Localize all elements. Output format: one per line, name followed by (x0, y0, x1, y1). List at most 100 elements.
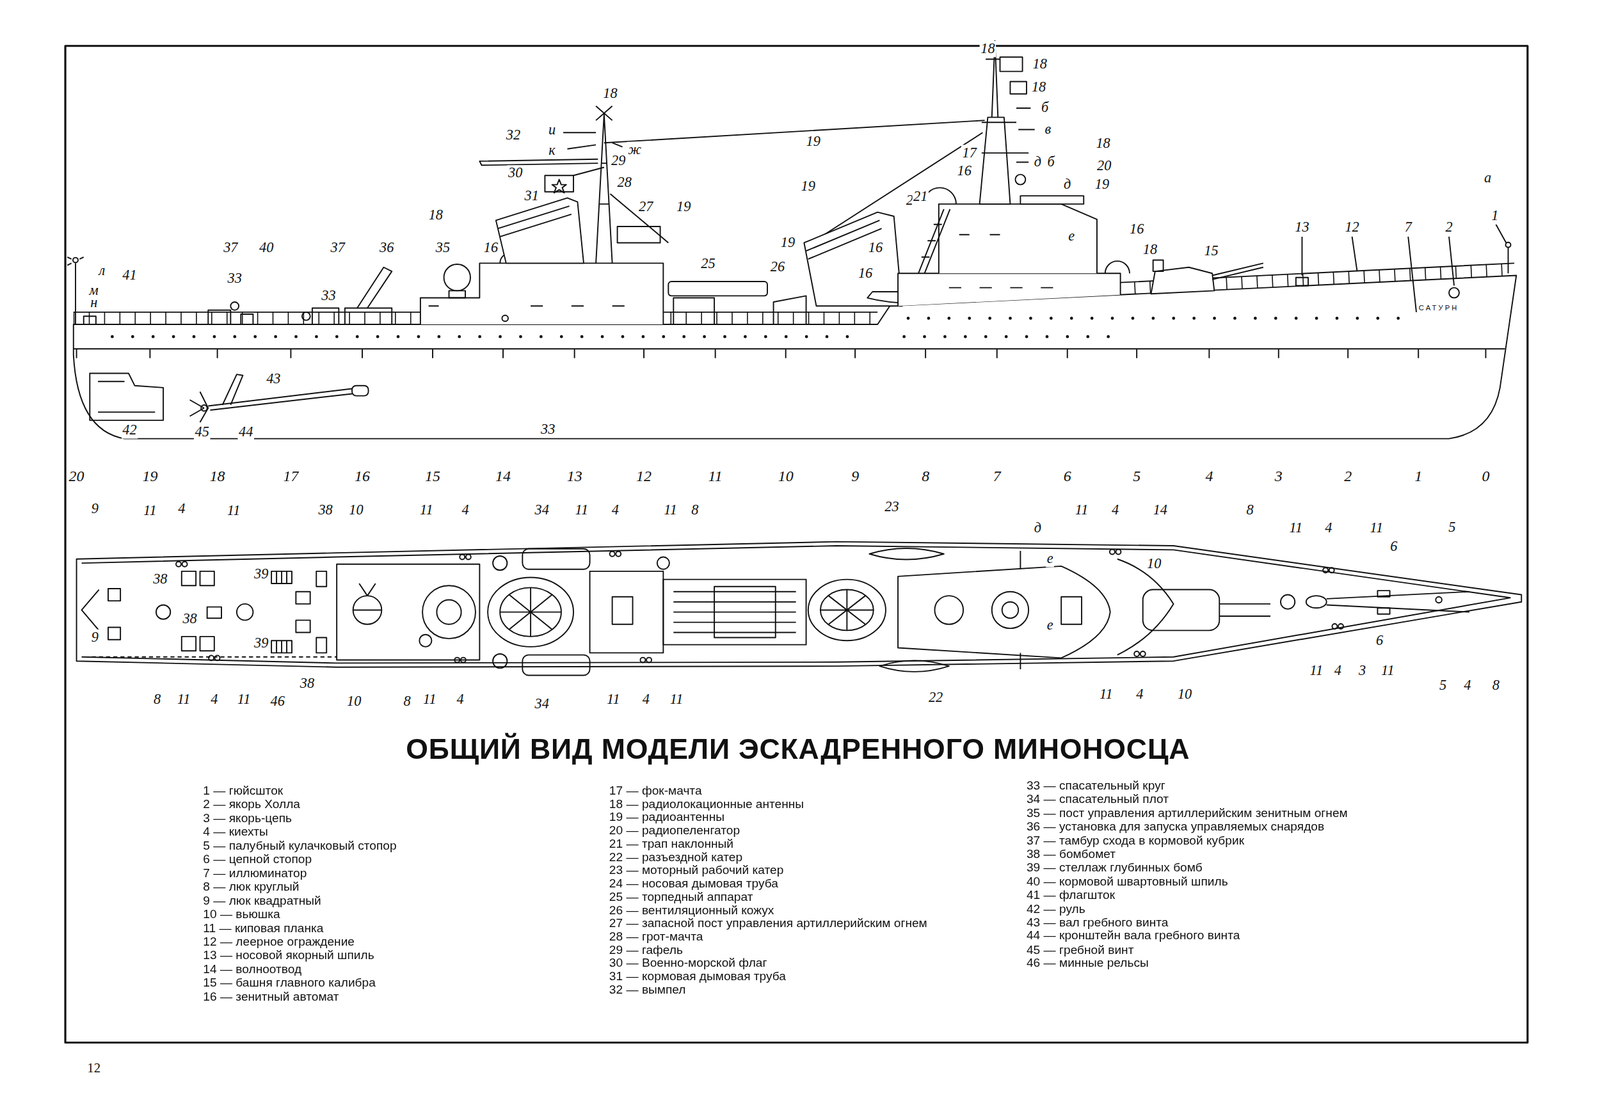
callout-number: 38 (152, 571, 169, 589)
bitts-plan (1115, 549, 1121, 555)
station-number: 12 (635, 467, 653, 486)
legend-entry: 29 — гафель (608, 942, 684, 957)
bridge-plan (934, 595, 964, 625)
diagram-title: ОБЩИЙ ВИД МОДЕЛИ ЭСКАДРЕННОГО МИНОНОСЦА (405, 733, 1192, 767)
bitts-plan (454, 657, 460, 664)
bitts-plan (1109, 549, 1115, 555)
bitts-plan (1134, 651, 1140, 657)
fore-mast (1015, 174, 1026, 185)
bitts-plan (609, 551, 616, 557)
bitts-plan (646, 657, 652, 664)
stern-deck-fittings (156, 604, 171, 619)
callout-number: д (1062, 176, 1072, 194)
bridge-plan (992, 592, 1029, 629)
callout-number: 41 (121, 267, 139, 285)
callout-number: 11 (1368, 520, 1385, 537)
callout-number: 11 (419, 501, 435, 519)
callout-number: 14 (1152, 501, 1169, 519)
legend-entry: 9 — люк квадратный (202, 893, 323, 908)
bitts-plan (459, 554, 465, 560)
bitts-plan (215, 655, 221, 661)
legend-entry: 24 — носовая дымовая труба (608, 876, 779, 891)
legend-entry: 15 — башня главного калибра (202, 976, 377, 991)
forward-superstructure (1105, 261, 1130, 274)
callout-number: л (97, 263, 107, 280)
fore-mast (1009, 81, 1027, 95)
callout-number: 11 (663, 501, 679, 519)
callout-number: 30 (506, 165, 524, 182)
callout-number: 39 (252, 566, 270, 584)
stern-fittings (208, 310, 231, 325)
missile-launcher (344, 267, 392, 325)
aft-superstructure (444, 264, 471, 291)
station-ticks (76, 348, 1487, 358)
stern-fittings (74, 263, 77, 325)
callout-number: к (547, 142, 557, 160)
callout-number: 16 (482, 240, 500, 257)
callout-number: 19 (779, 234, 797, 252)
fore-mast (981, 122, 1029, 153)
callout-number: 19 (675, 199, 692, 216)
hull-plan (76, 542, 1522, 668)
stern-deck-fittings (108, 588, 121, 601)
station-number: 6 (1062, 467, 1072, 486)
callout-number: б (1046, 154, 1056, 171)
page-frame (65, 46, 1528, 1044)
turret-plan (1219, 604, 1271, 617)
station-number: 10 (776, 467, 795, 486)
station-number: 2 (1343, 467, 1353, 486)
aft-deckhouse-plan (436, 600, 461, 625)
bitts-plan (182, 561, 188, 568)
torpedo-tube (668, 281, 806, 325)
callout-number: 9 (90, 629, 100, 647)
callout-number: 1 (1490, 208, 1500, 225)
bitts-plan (1338, 624, 1344, 630)
bitts-plan (1140, 651, 1146, 657)
bitts-plan (640, 657, 646, 664)
legend-entry: 32 — вымпел (608, 982, 687, 997)
propeller (200, 405, 208, 412)
callout-number: 11 (574, 501, 590, 519)
callout-number: 8 (152, 691, 162, 709)
forward-superstructure (897, 187, 1130, 306)
callout-number: д (1032, 520, 1042, 537)
callout-number: 7 (1403, 219, 1413, 237)
anchor-gear-plan (1377, 590, 1390, 598)
callout-number: в (1043, 121, 1053, 139)
aft-funnel-plan (487, 577, 574, 647)
bitts-plan (615, 551, 621, 557)
callout-number: 10 (346, 693, 363, 711)
anchor-gear-plan (1377, 608, 1390, 615)
torpedo-tube (668, 281, 768, 296)
callout-number: е (1045, 551, 1055, 568)
radio-antennas (604, 120, 985, 243)
turret-plan (1143, 590, 1220, 632)
callout-number: 16 (856, 265, 874, 283)
propeller-shaft (208, 385, 368, 411)
legend-entry: 35 — пост управления артиллерийским зени… (1025, 805, 1349, 820)
forward-superstructure (1020, 195, 1084, 205)
aft-superstructure (449, 290, 466, 298)
propeller (190, 391, 209, 423)
stern-fittings (312, 308, 339, 326)
torpedo-tube (773, 295, 807, 325)
callout-number: 32 (504, 127, 522, 144)
station-number: 20 (67, 467, 86, 486)
station-number: 1 (1413, 467, 1424, 486)
callout-number: 4 (460, 501, 470, 519)
forward-superstructure (918, 209, 950, 274)
aft-funnel-plan (522, 549, 590, 570)
callout-number: е (1045, 617, 1055, 635)
station-number: 14 (494, 467, 512, 486)
propeller (190, 391, 209, 423)
legend-entry: 31 — кормовая дымовая труба (608, 969, 787, 984)
main-gun-turret (1153, 260, 1164, 272)
callout-number: 11 (421, 691, 438, 709)
callout-number: 11 (142, 503, 158, 520)
callout-number: 18 (1031, 56, 1049, 73)
callout-number: 10 (348, 501, 365, 519)
legend-entry: 4 — киехты (202, 824, 270, 840)
bitts-plan (1329, 567, 1335, 573)
hull-side (73, 269, 1515, 319)
